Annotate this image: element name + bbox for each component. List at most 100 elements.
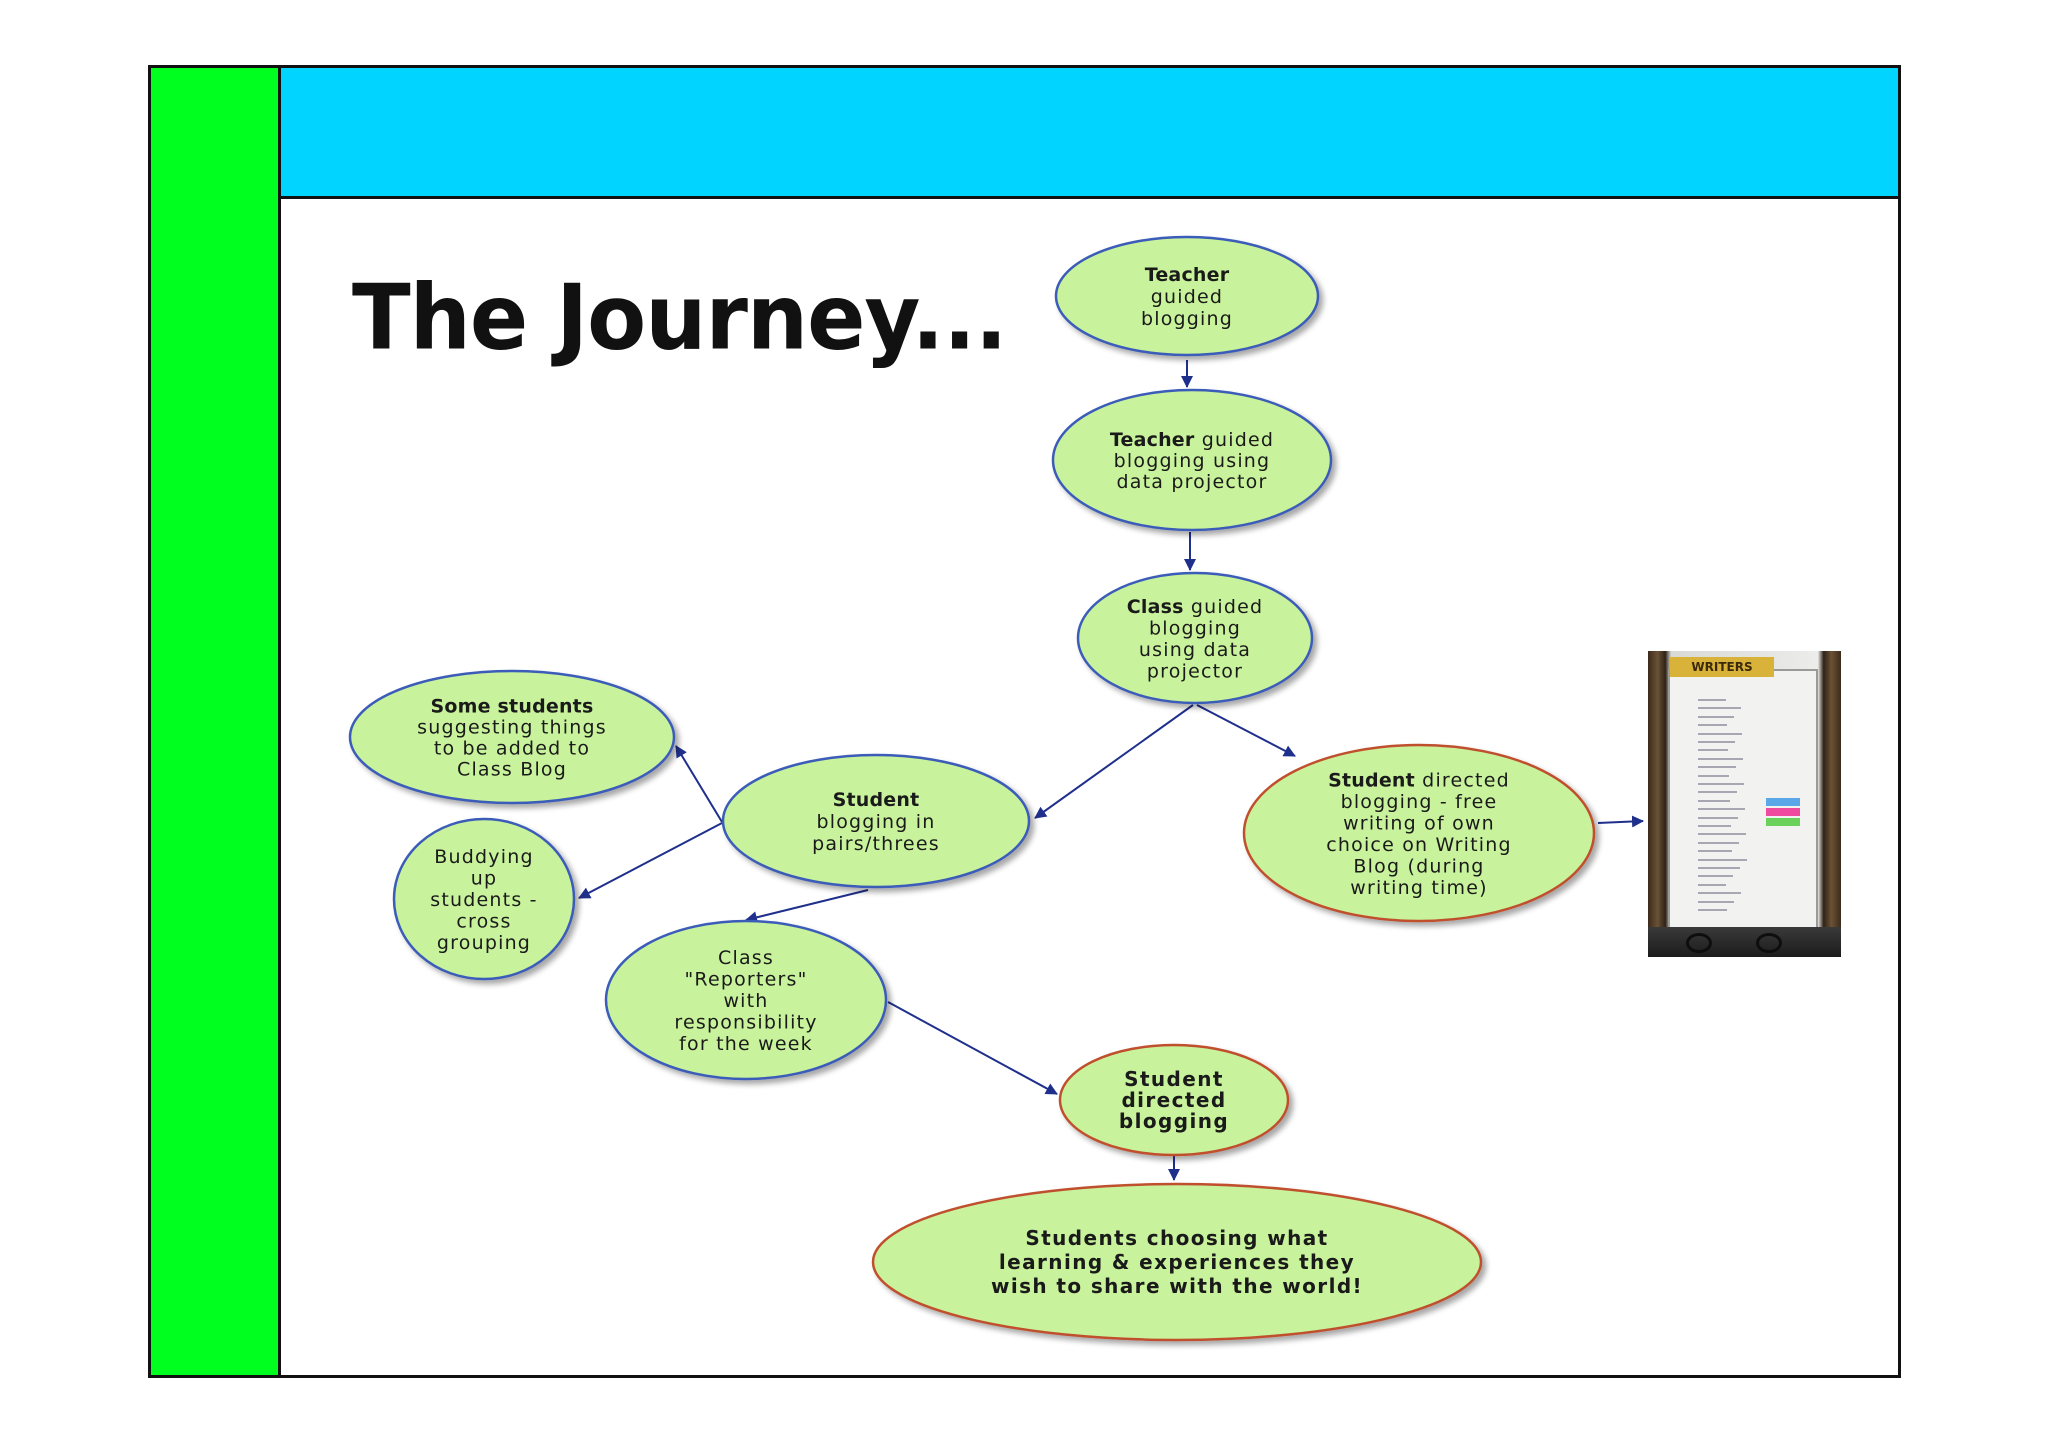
- node-label-line: Buddying: [434, 846, 533, 868]
- edge-student-pairs-to-buddying: [578, 822, 723, 899]
- photo-list-line: [1698, 900, 1734, 903]
- photo-list-line: [1698, 783, 1744, 785]
- photo-list-line: [1698, 833, 1746, 836]
- node-label-line: Teacher guided: [1110, 429, 1274, 451]
- node-label-line: Student: [833, 789, 920, 811]
- photo-list-line: [1698, 841, 1739, 844]
- photo-list-line: [1698, 724, 1727, 727]
- edge-student-pairs-to-some-students: [675, 745, 723, 823]
- node-label-line: blogging: [1149, 617, 1241, 639]
- node-shape-teacher-guided-projector: [1051, 388, 1333, 532]
- photo-list-line: [1698, 707, 1741, 710]
- photo-list-line: [1698, 892, 1741, 895]
- diagram-edges: [578, 360, 1644, 1181]
- node-shape-student-pairs: [721, 753, 1031, 889]
- node-label-line: responsibility: [674, 1012, 817, 1034]
- node-label-line: projector: [1147, 660, 1243, 682]
- node-label-line: Blog (during: [1353, 855, 1484, 877]
- node-label-line: Student directed: [1328, 769, 1510, 791]
- node-label-line: Teacher: [1145, 264, 1230, 286]
- edge-class-reporters-to-student-directed: [887, 1001, 1058, 1095]
- photo-list-line: [1698, 867, 1740, 869]
- node-shape-some-students: [348, 669, 676, 805]
- node-shape-student-directed: [1058, 1043, 1290, 1157]
- photo-tag-blue: [1766, 798, 1800, 806]
- node-label-line: Students choosing what: [1025, 1226, 1328, 1250]
- node-label-line: suggesting things: [417, 717, 607, 739]
- photo-list-line: [1698, 875, 1733, 878]
- node-label-line: data projector: [1116, 471, 1267, 493]
- node-label-line: to be added to: [434, 738, 590, 760]
- photo-list-line: [1698, 715, 1734, 718]
- node-label-line: writing time): [1350, 877, 1487, 899]
- diagram-nodes: [348, 235, 1596, 1342]
- node-label-line: Class guided: [1127, 596, 1264, 618]
- node-label-line: using data: [1139, 639, 1251, 661]
- photo-floor: [1648, 927, 1841, 957]
- photo-list-line: [1698, 766, 1736, 769]
- photo-banner: WRITERS: [1670, 657, 1774, 677]
- photo-list-line: [1698, 799, 1730, 802]
- edge-student-directed-free-to-photo: [1597, 815, 1644, 828]
- photo-list-line: [1698, 749, 1728, 752]
- photo-list-line: [1698, 883, 1726, 886]
- node-shape-teacher-guided: [1054, 235, 1320, 357]
- node-label-line: choice on Writing: [1326, 834, 1512, 856]
- edge-class-guided-to-student-pairs: [1034, 704, 1194, 819]
- node-shape-buddying: [392, 817, 576, 981]
- photo-wheel-right: [1756, 933, 1782, 953]
- photo-list-line: [1698, 757, 1743, 760]
- photo-list-line: [1698, 732, 1742, 735]
- photo-list-line: [1698, 808, 1745, 811]
- node-shape-class-reporters: [604, 919, 888, 1081]
- node-label-line: blogging: [1141, 308, 1233, 330]
- photo-list-line: [1698, 791, 1737, 794]
- node-label-line: grouping: [437, 932, 531, 954]
- photo-list-line: [1698, 816, 1738, 819]
- side-accent-bar: [151, 68, 281, 1375]
- slide-title: The Journey...: [352, 265, 1008, 371]
- photo-list-line: [1698, 858, 1747, 861]
- photo-list-line: [1698, 825, 1731, 827]
- photo-list-line: [1698, 774, 1729, 777]
- node-shape-class-guided: [1076, 571, 1314, 705]
- node-label-line: learning & experiences they: [999, 1250, 1355, 1274]
- photo-tag-green: [1766, 818, 1800, 826]
- node-label-line: writing of own: [1343, 812, 1495, 834]
- node-label-line: "Reporters": [684, 969, 807, 991]
- header-accent-bar: [281, 68, 1898, 199]
- node-label-line: blogging in: [816, 811, 935, 833]
- photo-tag-pink: [1766, 808, 1800, 816]
- node-label-line: Student: [1124, 1067, 1224, 1091]
- node-label-line: blogging using: [1114, 450, 1271, 472]
- node-label-line: cross: [456, 911, 511, 933]
- node-label-line: pairs/threes: [812, 833, 940, 855]
- photo-list-line: [1698, 909, 1727, 911]
- photo-list-line: [1698, 850, 1732, 853]
- node-label-line: up: [471, 868, 498, 890]
- node-label-line: blogging - free: [1341, 791, 1498, 813]
- node-label-line: Some students: [431, 696, 594, 718]
- photo-list-line: [1698, 699, 1726, 701]
- node-label-line: directed: [1121, 1088, 1226, 1112]
- node-shape-students-choosing: [871, 1182, 1483, 1342]
- edge-student-pairs-to-class-reporters: [745, 889, 869, 924]
- photo-list-line: [1698, 741, 1735, 743]
- node-label-line: with: [723, 990, 768, 1012]
- node-label-line: wish to share with the world!: [991, 1274, 1363, 1298]
- node-label-line: guided: [1151, 286, 1223, 308]
- node-label-line: for the week: [679, 1033, 813, 1055]
- edge-class-guided-to-student-directed-free: [1196, 704, 1296, 757]
- photo-wheel-left: [1686, 933, 1712, 953]
